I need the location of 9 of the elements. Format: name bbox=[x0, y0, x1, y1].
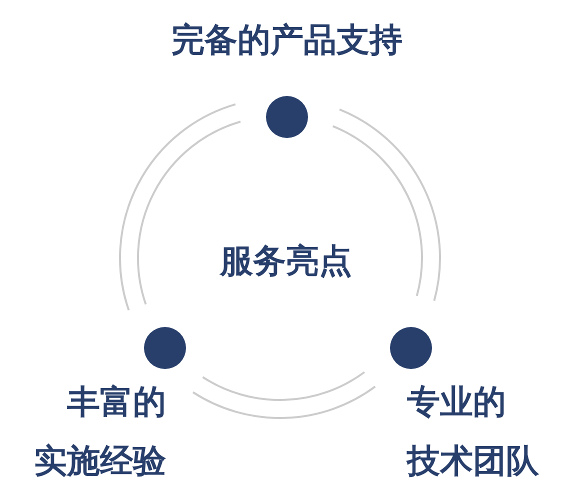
node-caption: 实施经验 bbox=[34, 441, 166, 481]
circle-node bbox=[144, 327, 186, 369]
center-label: 服务亮点 bbox=[220, 241, 352, 281]
node-caption: 技术团队 bbox=[407, 441, 539, 481]
circle-node bbox=[266, 96, 308, 138]
circle-node bbox=[390, 327, 432, 369]
node-caption: 丰富的 bbox=[67, 382, 166, 422]
node-caption: 专业的 bbox=[407, 382, 506, 422]
node-caption: 完备的产品支持 bbox=[172, 20, 402, 60]
